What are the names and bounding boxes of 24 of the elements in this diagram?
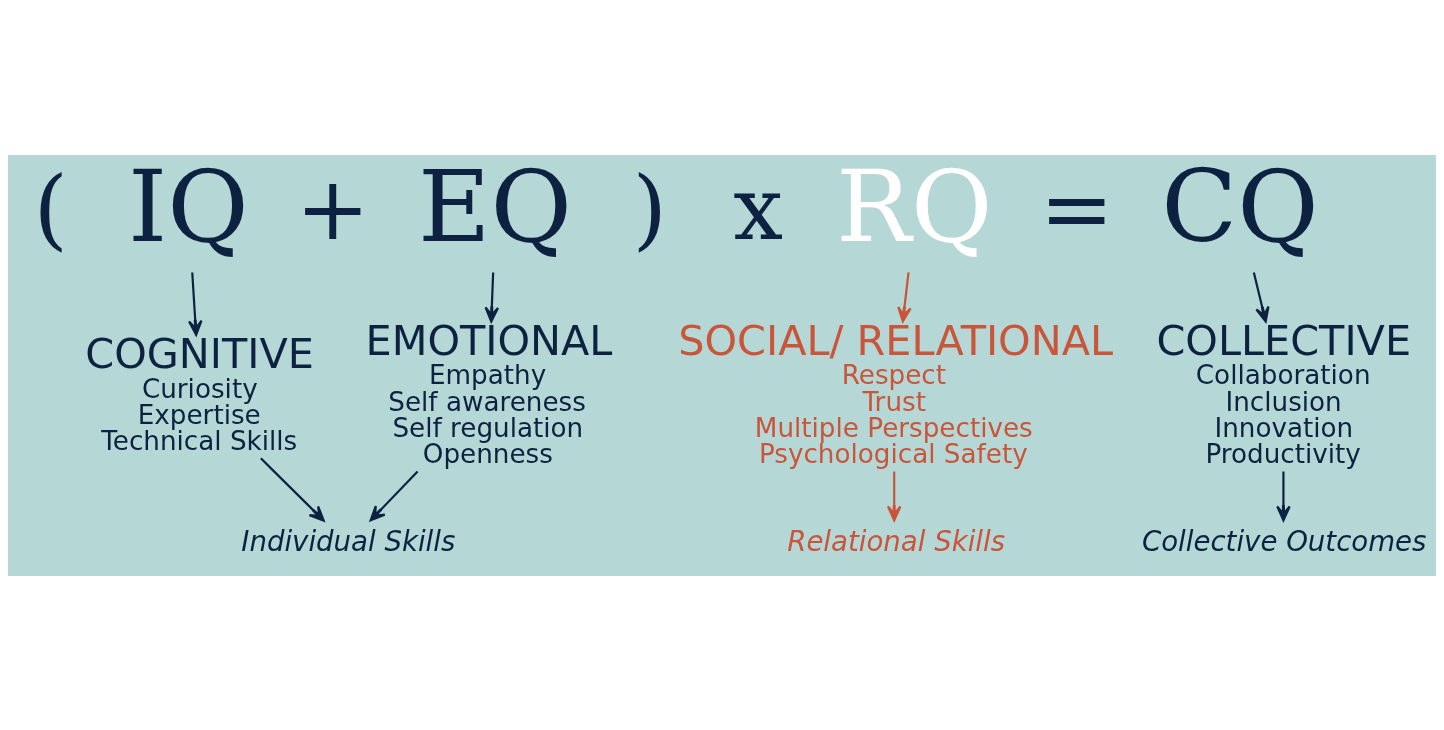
node-text: Individual Skills	[241, 524, 456, 558]
arrow	[1276, 471, 1291, 521]
label: =	[1039, 156, 1114, 260]
node-text: EMOTIONAL Empathy Self awareness Self regulation Openness	[365, 316, 613, 469]
node-text: Collective Outcomes	[1141, 524, 1427, 558]
node-text: EQ	[417, 148, 572, 264]
node-text: CQ	[1161, 148, 1319, 264]
label: )	[632, 156, 668, 260]
arrow	[1252, 271, 1270, 323]
node-text: COGNITIVE Curiosity Expertise Technical Skills	[85, 329, 315, 456]
label: (	[33, 156, 69, 260]
arrow	[187, 271, 203, 336]
node-text: SOCIAL/ RELATIONAL Respect Trust Multiple Perspectives Psychological Safety	[678, 316, 1114, 469]
node-text: RQ	[836, 148, 993, 264]
arrow	[484, 271, 500, 323]
label: x	[733, 156, 784, 260]
arrow	[260, 457, 325, 522]
node-text: IQ	[128, 148, 249, 264]
node-text: Relational Skills	[787, 524, 1006, 558]
label: +	[295, 156, 370, 260]
arrow	[897, 271, 912, 323]
node-text: COLLECTIVE Collaboration Inclusion Innovation Productivity	[1156, 316, 1412, 469]
arrow	[369, 470, 419, 521]
arrow	[886, 471, 902, 521]
